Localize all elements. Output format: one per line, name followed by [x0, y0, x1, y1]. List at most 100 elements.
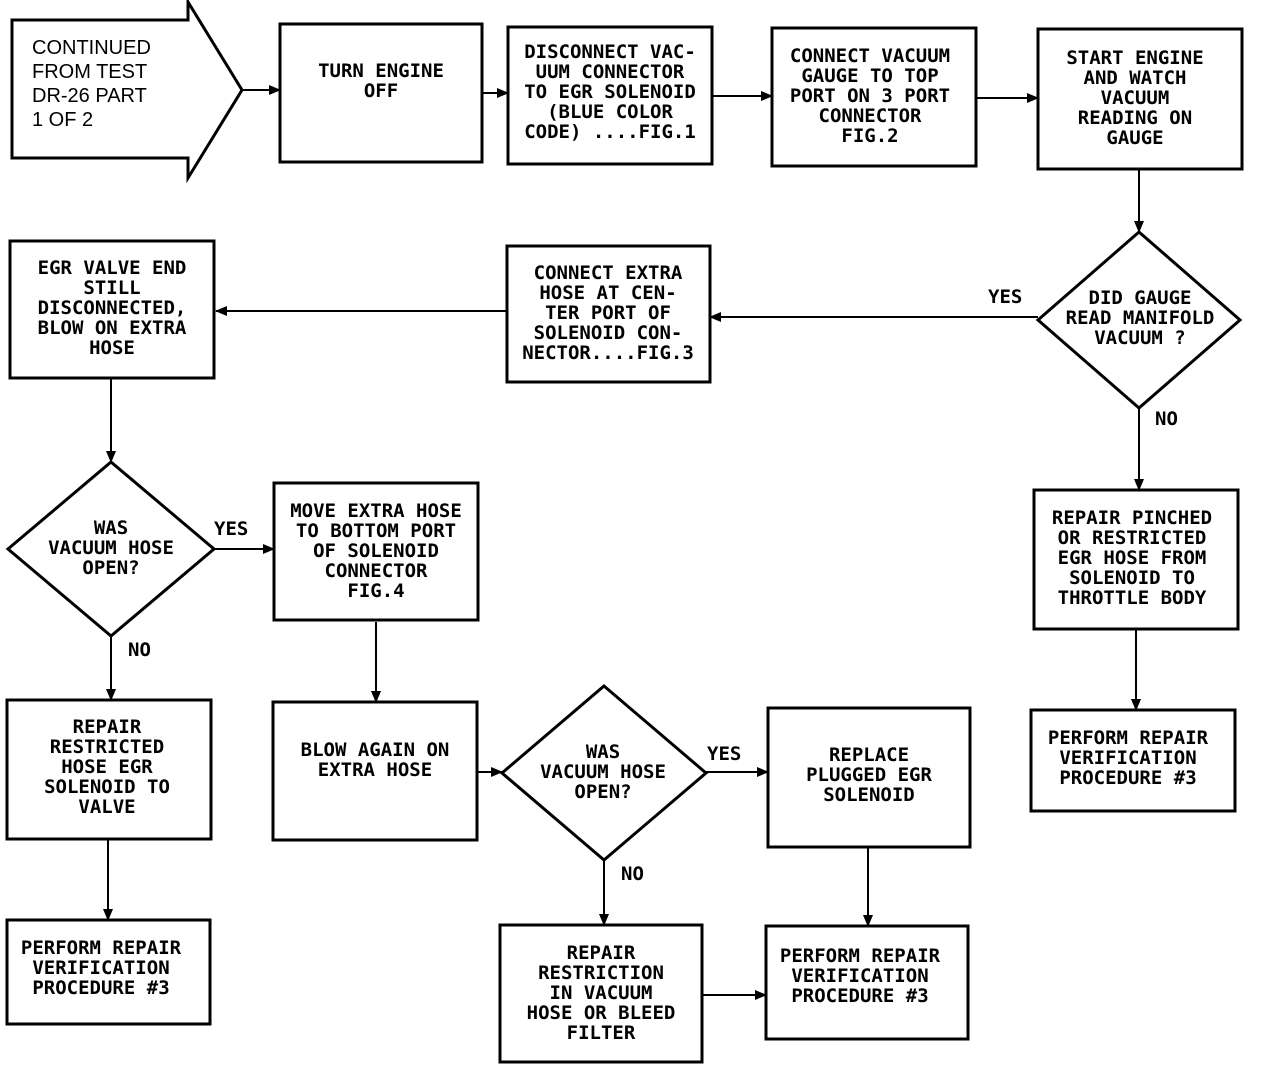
- label-line: FIG.4: [347, 580, 404, 602]
- label-line: STILL: [83, 277, 140, 299]
- label-line: READING ON: [1078, 107, 1192, 129]
- label-line: PERFORM REPAIR: [21, 937, 182, 959]
- label-line: OPEN?: [82, 557, 139, 579]
- label-line: BLOW ON EXTRA: [38, 317, 187, 339]
- label-line: REPAIR: [73, 716, 142, 738]
- start-engine-box: [1036, 27, 1244, 171]
- connect-extra-hose-box: [505, 244, 712, 384]
- was-open-1-diamond: [5, 460, 217, 638]
- perform-repair-left-box: [5, 918, 212, 1026]
- label-line: REPAIR: [567, 942, 636, 964]
- connect-gauge-box: [770, 26, 978, 168]
- edge-label-yes-did-gauge: YES: [988, 286, 1022, 308]
- label-line: PLUGGED EGR: [806, 764, 932, 786]
- perform-repair-mid-box: [764, 924, 970, 1041]
- label-line: BLOW AGAIN ON: [301, 739, 450, 761]
- label-line: EGR VALVE END: [38, 257, 187, 279]
- label-line: RESTRICTED: [50, 736, 164, 758]
- label-line: UUM CONNECTOR: [536, 61, 685, 83]
- did-gauge-diamond: [1035, 230, 1243, 410]
- label-line: TO EGR SOLENOID: [524, 81, 696, 103]
- label-line: TURN ENGINE: [318, 60, 444, 82]
- label-line: DR-26 PART: [32, 85, 147, 107]
- turn-engine-off-box: [278, 22, 484, 164]
- label-line: (BLUE COLOR: [547, 101, 673, 123]
- label-line: VACUUM: [1101, 87, 1170, 109]
- label-line: NECTOR....FIG.3: [522, 342, 694, 364]
- label-line: READ MANIFOLD: [1066, 307, 1215, 329]
- label-line: FROM TEST: [32, 61, 147, 83]
- label-line: CODE) ....FIG.1: [524, 121, 696, 143]
- label-line: WAS: [94, 517, 128, 539]
- label-line: VACUUM HOSE: [540, 761, 666, 783]
- label-line: VALVE: [78, 796, 135, 818]
- repair-restriction-box: [498, 923, 704, 1064]
- label-line: OF SOLENOID: [313, 540, 439, 562]
- label-line: DID GAUGE: [1089, 287, 1192, 309]
- label-line: 1 OF 2: [32, 109, 93, 131]
- egr-valve-end-box: [8, 239, 216, 380]
- label-line: OR RESTRICTED: [1058, 527, 1207, 549]
- edge-label-yes-was-open-2: YES: [707, 743, 741, 765]
- label-line: CONNECTOR: [819, 105, 923, 127]
- label-line: VERIFICATION: [32, 957, 169, 979]
- label-line: CONNECTOR: [325, 560, 429, 582]
- label-line: EXTRA HOSE: [318, 759, 432, 781]
- label-line: HOSE EGR: [61, 756, 153, 778]
- label-line: VACUUM ?: [1094, 327, 1186, 349]
- label-line: TO BOTTOM PORT: [296, 520, 456, 542]
- label-line: OFF: [364, 80, 398, 102]
- label-line: PERFORM REPAIR: [1048, 727, 1209, 749]
- label-line: PORT ON 3 PORT: [790, 85, 950, 107]
- label-line: CONNECT EXTRA: [534, 262, 683, 284]
- label-line: CONTINUED: [32, 37, 151, 59]
- label-line: FILTER: [567, 1022, 636, 1044]
- label-line: PROCEDURE #3: [791, 985, 928, 1007]
- label-line: REPLACE: [829, 744, 909, 766]
- label-line: SOLENOID TO: [1069, 567, 1195, 589]
- blow-again-box: [271, 700, 479, 842]
- label-line: AND WATCH: [1084, 67, 1187, 89]
- label-line: FIG.2: [841, 125, 898, 147]
- label-line: PROCEDURE #3: [32, 977, 169, 999]
- was-open-2-diamond: [499, 684, 709, 862]
- label-line: HOSE AT CEN-: [539, 282, 676, 304]
- disconnect-connector-box: [506, 25, 714, 166]
- label-line: SOLENOID CON-: [534, 322, 683, 344]
- label-line: PERFORM REPAIR: [780, 945, 941, 967]
- start-arrow-shape: [10, 0, 244, 184]
- label-line: OPEN?: [574, 781, 631, 803]
- label-line: CONNECT VACUUM: [790, 45, 950, 67]
- move-extra-hose-box: [272, 481, 480, 622]
- label-line: IN VACUUM: [550, 982, 653, 1004]
- perform-repair-right-box: [1029, 708, 1237, 813]
- label-line: VERIFICATION: [791, 965, 928, 987]
- label-line: TER PORT OF: [545, 302, 671, 324]
- edge-label-no-did-gauge: NO: [1155, 408, 1178, 430]
- label-line: THROTTLE BODY: [1058, 587, 1207, 609]
- repair-pinched-box: [1032, 488, 1240, 631]
